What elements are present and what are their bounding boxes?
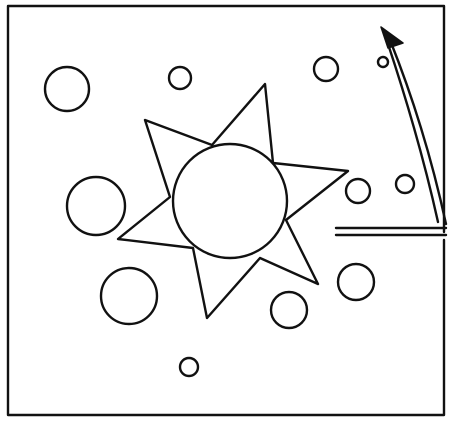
circle-right-1 <box>346 179 370 203</box>
arrow-curve-outer <box>390 40 446 224</box>
circle-bottom-small <box>180 358 198 376</box>
circle-top-left <box>45 67 89 111</box>
arrow-curve-inner <box>388 44 438 222</box>
circle-right-2 <box>396 175 414 193</box>
center-circle <box>173 144 287 258</box>
circle-top-right <box>314 57 338 81</box>
arrow-icon <box>381 27 403 48</box>
circle-top-small <box>169 67 191 89</box>
circle-bottom-right <box>338 264 374 300</box>
circle-bottom-left <box>101 268 157 324</box>
circle-tiny-top-right <box>378 57 388 67</box>
circle-left-middle <box>67 177 125 235</box>
circle-bottom-middle <box>271 292 307 328</box>
